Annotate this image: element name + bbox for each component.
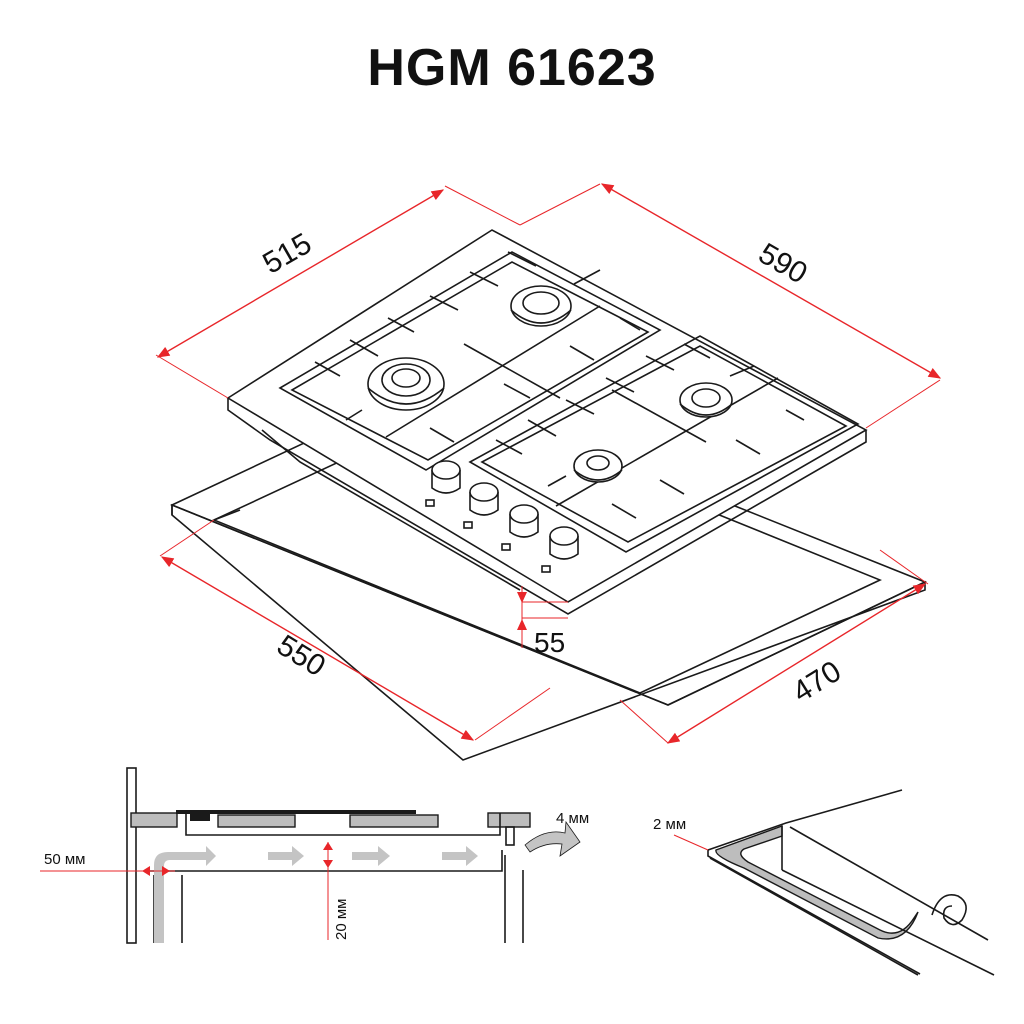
label-4mm: 4 мм [556,810,589,827]
knob-3 [501,504,539,551]
label-2mm: 2 мм [653,816,686,833]
burner-small [573,449,623,483]
dimension-470: 470 [619,549,929,744]
knob-4 [541,526,579,573]
dim-label-515: 515 [257,227,317,281]
knob-1 [425,460,461,507]
dimension-55: 55 [517,586,568,658]
model-title: HGM 61623 [367,39,657,97]
side-section-view: 50 мм 20 мм 4 мм [40,767,589,944]
dim-label-55: 55 [534,627,565,658]
burner-rear-right [679,382,733,418]
burners [367,285,733,483]
dim-label-550: 550 [271,629,331,684]
label-50mm: 50 мм [44,851,85,868]
dim-label-590: 590 [753,237,813,291]
burner-large [367,357,445,411]
label-20mm: 20 мм [333,899,350,940]
knob-2 [463,482,499,529]
burner-rear-left [510,285,572,327]
control-knobs [425,460,579,573]
dim-label-470: 470 [787,655,847,710]
seal-detail-view: 2 мм [653,789,995,976]
